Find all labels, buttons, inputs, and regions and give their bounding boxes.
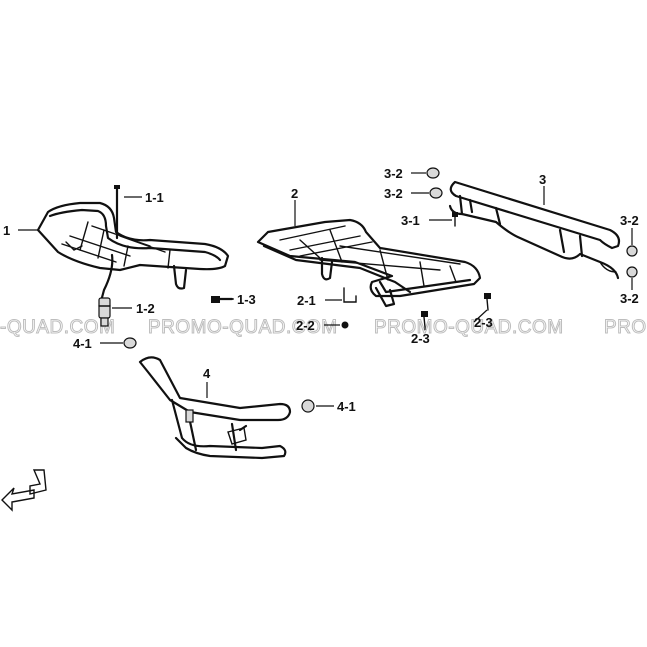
cap-3-2-d — [626, 266, 638, 278]
bolt-2-3-right — [484, 293, 491, 311]
callout-2-1: 2-1 — [297, 293, 316, 308]
cap-3-2-c — [626, 245, 638, 257]
callout-3-1: 3-1 — [401, 213, 420, 228]
cap-4-1-b — [301, 399, 315, 413]
watermark-right: PRO — [604, 317, 647, 338]
callout-3-2-right-upper: 3-2 — [620, 213, 639, 228]
callout-3: 3 — [539, 172, 546, 187]
bolt-2-3-left — [421, 311, 428, 328]
rear-bumper — [448, 180, 621, 280]
callout-3-2-right-lower: 3-2 — [620, 291, 639, 306]
callout-4: 4 — [203, 366, 211, 381]
clamp-1-2 — [98, 297, 111, 327]
nut-2-2 — [341, 321, 349, 329]
rear-rack — [256, 218, 482, 308]
bolt-1-1 — [114, 185, 120, 240]
callout-1-2: 1-2 — [136, 301, 155, 316]
callout-3-2-top: 3-2 — [384, 166, 403, 181]
callout-2-2: 2-2 — [296, 318, 315, 333]
callout-3-2-second: 3-2 — [384, 186, 403, 201]
callout-2: 2 — [291, 186, 298, 201]
watermark-center-left: PROMO-QUAD.COM — [148, 317, 338, 338]
cap-4-1-a — [123, 337, 137, 349]
cap-3-2-b — [429, 187, 443, 199]
callout-4-1-right: 4-1 — [337, 399, 356, 414]
callout-4-1-left: 4-1 — [73, 336, 92, 351]
watermark-left: -QUAD.COM — [0, 317, 115, 338]
front-rack — [36, 201, 230, 307]
cap-3-2-a — [426, 167, 440, 179]
callout-2-3-left: 2-3 — [411, 331, 430, 346]
callout-2-3-right: 2-3 — [474, 315, 493, 330]
callout-1-1: 1-1 — [145, 190, 164, 205]
front-direction-arrow-icon — [1, 469, 47, 512]
bracket-2-1 — [343, 287, 357, 303]
watermark-center-right: PROMO-QUAD.COM — [374, 317, 564, 338]
front-bumper — [138, 356, 292, 460]
callout-1: 1 — [3, 223, 10, 238]
callout-1-3: 1-3 — [237, 292, 256, 307]
bolt-3-1 — [452, 212, 458, 227]
